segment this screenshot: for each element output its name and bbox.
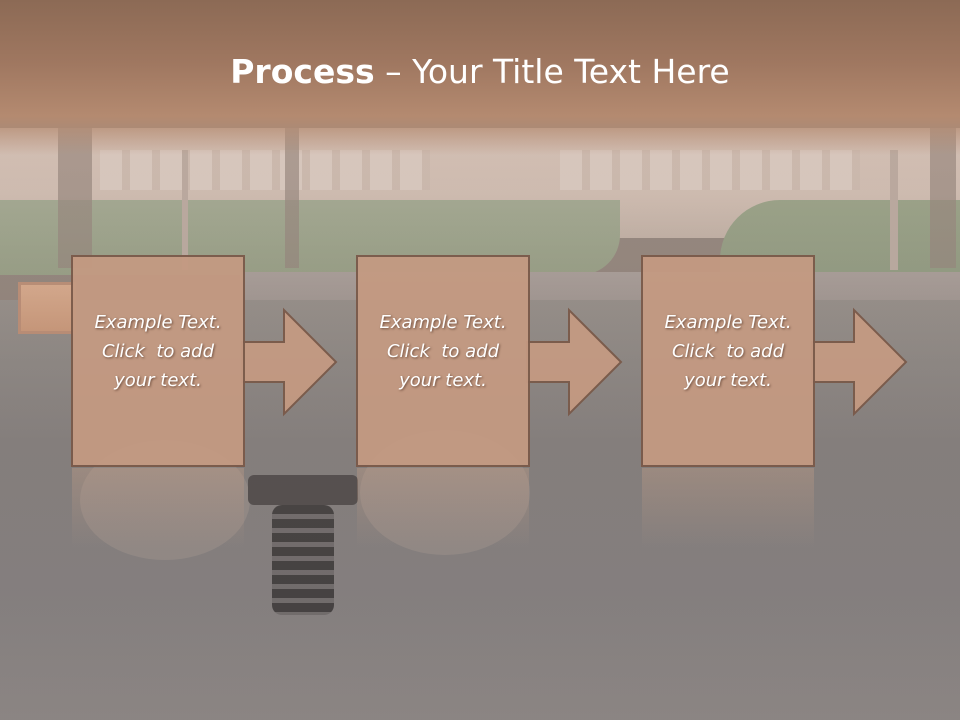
slide-title[interactable]: Process – Your Title Text Here [0, 52, 960, 91]
process-step-1[interactable]: Example Text. Click to add your text. [71, 255, 344, 468]
title-band [0, 0, 960, 155]
step-arrow-2 [526, 307, 623, 417]
step-text-3[interactable]: Example Text. Click to add your text. [642, 308, 814, 395]
step-reflection [357, 468, 529, 548]
step-reflection [72, 468, 244, 548]
step-box-1 [71, 255, 245, 467]
background-tree [285, 128, 299, 268]
process-step-2[interactable]: Example Text. Click to add your text. [356, 255, 629, 468]
step-text-1[interactable]: Example Text. Click to add your text. [72, 308, 244, 395]
step-text-line: Example Text. [664, 312, 792, 333]
step-shape-2 [356, 255, 623, 467]
background-windows [100, 150, 430, 190]
step-box-2 [356, 255, 530, 467]
background-pole [182, 150, 188, 270]
background-bench [18, 282, 76, 334]
background-pole [890, 150, 898, 270]
step-shape-1 [71, 255, 338, 467]
step-text-line: your text. [399, 370, 487, 391]
step-text-2[interactable]: Example Text. Click to add your text. [357, 308, 529, 395]
step-text-line: Example Text. [379, 312, 507, 333]
title-separator: – [374, 52, 413, 91]
background-windows [560, 150, 860, 190]
step-arrow-1 [241, 307, 338, 417]
background-spring-seat [248, 475, 358, 505]
step-text-line: Click to add [101, 341, 214, 362]
background-spring [272, 505, 334, 615]
step-text-line: your text. [684, 370, 772, 391]
step-arrow-3 [811, 307, 908, 417]
title-bold: Process [230, 52, 375, 91]
title-rest: Your Title Text Here [412, 52, 730, 91]
step-box-3 [641, 255, 815, 467]
step-shape-3 [641, 255, 908, 467]
process-step-3[interactable]: Example Text. Click to add your text. [641, 255, 914, 468]
step-reflection [642, 468, 814, 548]
step-text-line: Click to add [671, 341, 784, 362]
step-text-line: Click to add [386, 341, 499, 362]
step-text-line: your text. [114, 370, 202, 391]
step-text-line: Example Text. [94, 312, 222, 333]
